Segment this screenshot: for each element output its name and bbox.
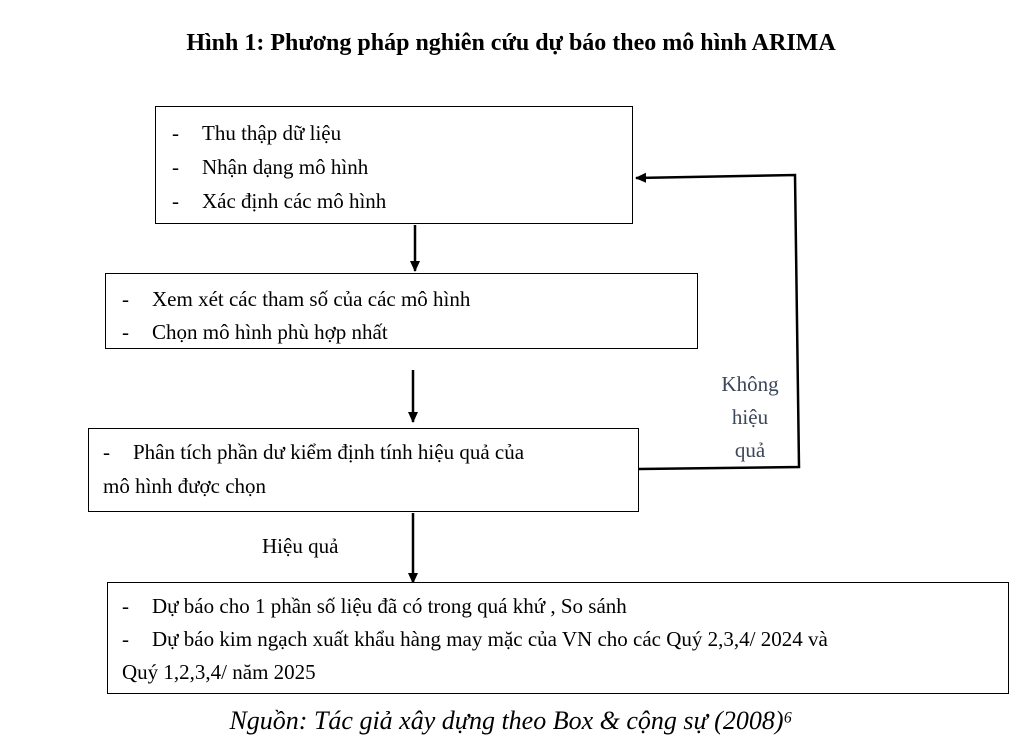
step2-item: -Chọn mô hình phù hợp nhất <box>122 320 388 344</box>
effective-label: Hiệu quả <box>262 534 339 558</box>
feedback-arrow <box>635 172 801 471</box>
figure-title: Hình 1: Phương pháp nghiên cứu dự báo th… <box>186 30 836 56</box>
step3-line: mô hình được chọn <box>103 474 267 498</box>
step4-item-continued: Quý 1,2,3,4/ năm 2025 <box>122 660 316 684</box>
step1-box: -Thu thập dữ liệu -Nhận dạng mô hình -Xá… <box>155 106 633 224</box>
step4-item: -Dự báo cho 1 phần số liệu đã có trong q… <box>122 594 627 618</box>
feedback-label-line: Không <box>721 372 779 396</box>
figure-source: Nguồn: Tác giả xây dựng theo Box & cộng … <box>229 706 793 735</box>
feedback-label-line: hiệu <box>731 405 769 429</box>
feedback-label: Không hiệu quả <box>700 368 800 467</box>
step3-line: -Phân tích phần dư kiểm định tính hiệu q… <box>103 440 525 464</box>
step1-item: -Nhận dạng mô hình <box>172 155 369 179</box>
step4-box: -Dự báo cho 1 phần số liệu đã có trong q… <box>107 582 1009 694</box>
step1-item: -Xác định các mô hình <box>172 189 387 213</box>
step1-item: -Thu thập dữ liệu <box>172 121 342 145</box>
step4-item: -Dự báo kim ngạch xuất khẩu hàng may mặc… <box>122 627 828 651</box>
step2-item: -Xem xét các tham số của các mô hình <box>122 287 471 311</box>
step3-box: -Phân tích phần dư kiểm định tính hiệu q… <box>88 428 639 512</box>
feedback-label-line: quả <box>734 438 766 462</box>
step2-box: -Xem xét các tham số của các mô hình -Ch… <box>105 273 698 349</box>
